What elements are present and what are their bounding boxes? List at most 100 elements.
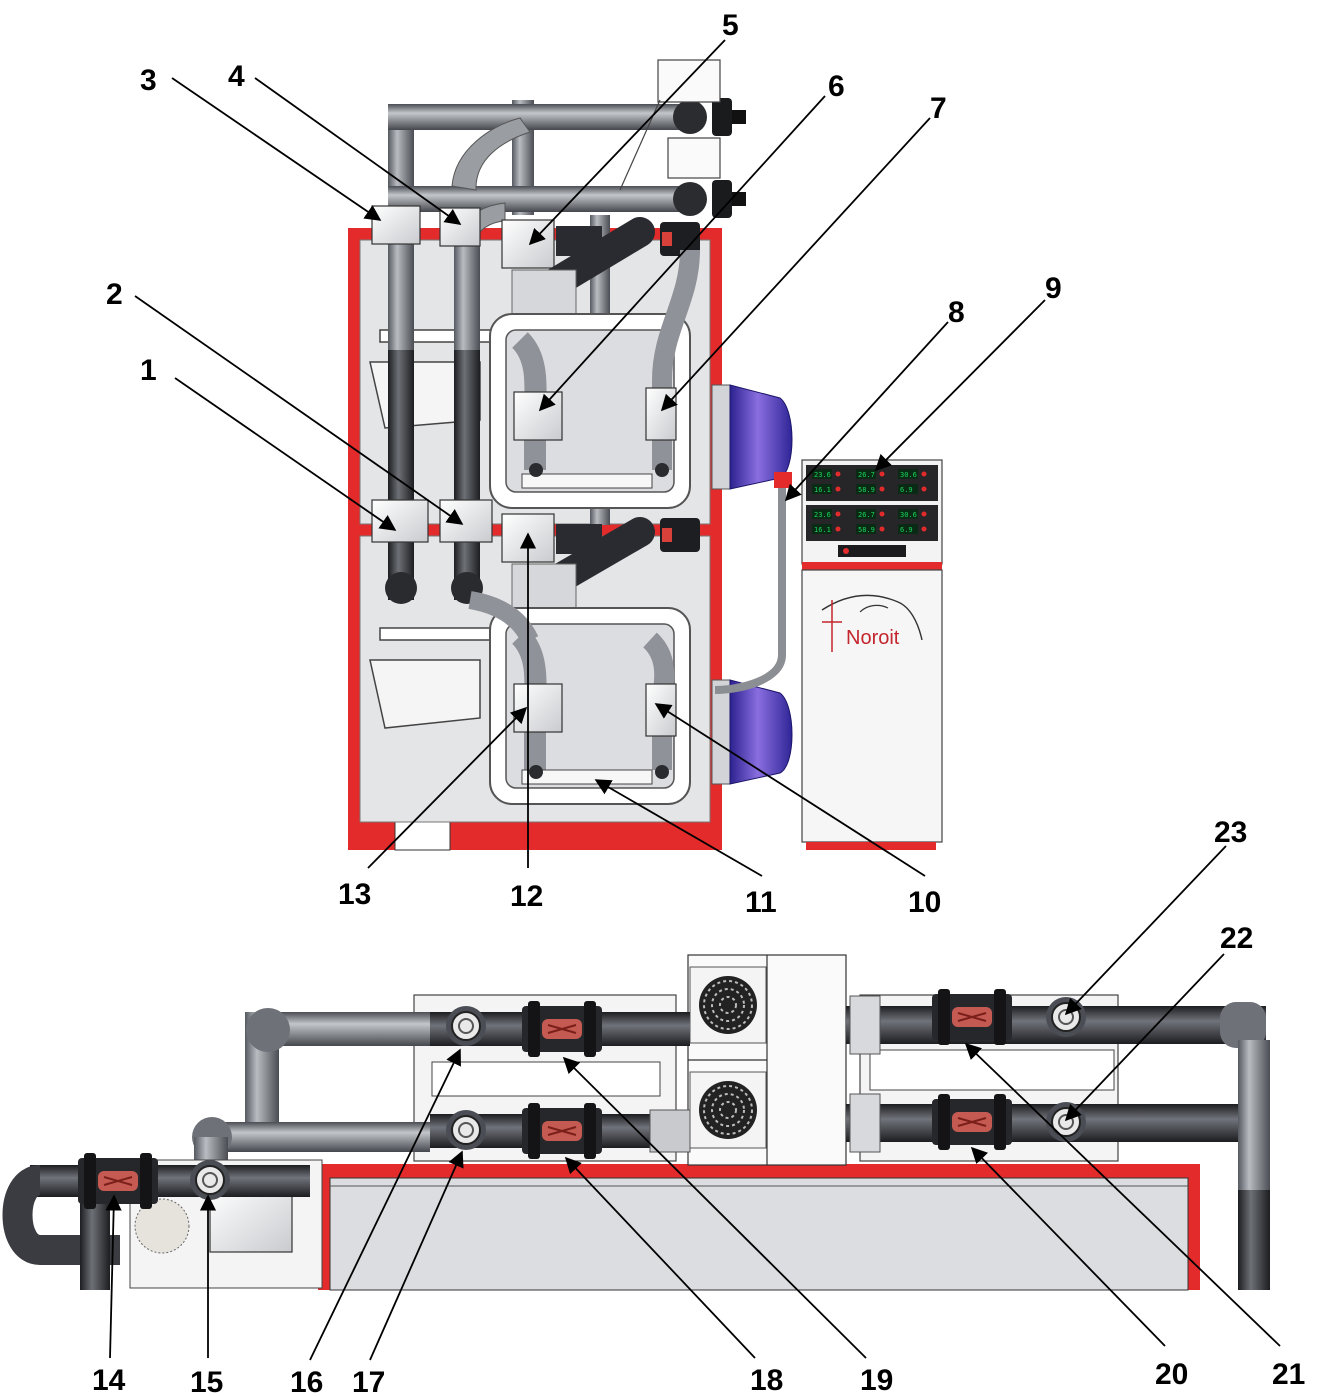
upper-heater-6 (513, 391, 563, 441)
readout-indicator-icon (921, 486, 927, 492)
readout-value: 23.6 (814, 471, 831, 479)
tank-interior (329, 1177, 1189, 1291)
union-valve-14-icon (77, 1152, 159, 1210)
readout-indicator-icon (879, 526, 885, 532)
leader-lines (105, 39, 1281, 1361)
lower-filter-shelf (379, 627, 493, 641)
fan-grille-lower-icon (689, 1071, 767, 1149)
logo-bird-icon (859, 604, 889, 613)
leader-10 (654, 703, 926, 877)
top-control-box (657, 59, 721, 103)
controller-cabinet-red-band (802, 562, 942, 570)
top-header-pipe-upper (388, 104, 688, 130)
upper-tank-collar (711, 384, 731, 490)
readout-screen (812, 509, 832, 519)
dark-pipe-left (388, 350, 414, 500)
readout-screen (812, 469, 832, 479)
leader-13 (367, 706, 528, 869)
readout-value: 6.9 (900, 486, 913, 494)
callout-5: 5 (722, 9, 739, 42)
readout-value: 30.6 (900, 511, 917, 519)
lower-line-reducer (649, 1109, 691, 1153)
leader-17 (369, 1150, 464, 1361)
top-valve-cap-upper (732, 110, 746, 124)
callout-20: 20 (1155, 1358, 1188, 1391)
leader-18 (564, 1156, 756, 1359)
flow-meter-17-icon (445, 1109, 487, 1151)
junction-box-2 (439, 499, 493, 543)
lower-tank-collar (711, 679, 731, 785)
union-valve-19-icon (521, 1000, 603, 1058)
upper-tank-tray (521, 473, 653, 489)
lower-cabinet-base (806, 842, 936, 850)
readout-value: 26.7 (858, 471, 875, 479)
top-control-box-lower (667, 137, 721, 179)
callout-13: 13 (338, 878, 371, 911)
left-skid-heater (209, 1187, 293, 1253)
callout-6: 6 (828, 70, 845, 103)
fan-grille-upper-icon (689, 966, 767, 1044)
control-cable-8 (714, 478, 786, 694)
leader-11 (594, 779, 763, 877)
top-valve-knob-upper (712, 98, 732, 136)
readout-indicator-icon (835, 511, 841, 517)
flow-meter-16-icon (445, 1005, 487, 1047)
leader-3 (171, 77, 382, 221)
upper-tank-return-pipe (652, 249, 700, 470)
readout-value: 16.1 (814, 486, 831, 494)
leader-4 (254, 77, 462, 225)
lower-cabinet (801, 569, 943, 843)
readout-screen (898, 469, 918, 479)
callout-15: 15 (190, 1366, 223, 1396)
union-valve-21-icon (931, 988, 1013, 1046)
readout-screen (898, 524, 918, 534)
leader-5 (528, 39, 726, 246)
readout-indicator-icon (879, 511, 885, 517)
left-skid-loop (2, 1165, 120, 1265)
readout-indicator-icon (921, 471, 927, 477)
lower-tank-tray-11 (521, 769, 653, 785)
leader-19 (562, 1056, 867, 1359)
readout-indicator-icon (835, 471, 841, 477)
controller-switch-bar (838, 545, 906, 557)
lower-heater-13 (513, 683, 563, 733)
flow-meter-15-icon (189, 1159, 231, 1201)
readout-value: 23.6 (814, 511, 831, 519)
leader-6 (538, 95, 826, 412)
elbow-diagonal-upper (451, 117, 531, 191)
readout-screen (898, 509, 918, 519)
lower-line-pipe-right (846, 1104, 1238, 1142)
callout-9: 9 (1045, 272, 1062, 305)
readout-indicator-icon (879, 486, 885, 492)
top-elbow-fitting-upper (673, 100, 707, 134)
leader-14 (105, 1194, 122, 1359)
callout-2: 2 (106, 278, 123, 311)
upper-line-elbow (246, 1008, 290, 1052)
right-elbow-upper (1220, 1002, 1266, 1048)
top-valve-cap-lower (732, 192, 746, 206)
callout-17: 17 (352, 1366, 385, 1396)
callout-labels: 1 2 3 4 5 6 7 8 9 10 11 12 13 14 15 16 1… (92, 9, 1305, 1396)
lower-line-pipe-left (210, 1122, 430, 1152)
pump-valve-upper (556, 226, 602, 256)
dark-pipe-mid (454, 350, 480, 500)
flow-meter-22-icon (1045, 1101, 1087, 1143)
top-elbow-fitting-lower (673, 182, 707, 216)
frame-left-post (348, 228, 360, 848)
callout-8: 8 (948, 296, 965, 329)
readout-value: 26.7 (858, 511, 875, 519)
readout-value: 6.9 (900, 526, 913, 534)
readout-indicator-icon (835, 486, 841, 492)
pump-union-upper (660, 222, 700, 256)
readout-screen (898, 484, 918, 494)
noroit-logo: Noroit (821, 594, 923, 652)
callout-22: 22 (1220, 922, 1253, 955)
callout-14: 14 (92, 1364, 126, 1396)
readout-screen (812, 484, 832, 494)
upper-tank-foot-right (655, 463, 669, 477)
readout-screen (856, 484, 876, 494)
right-vertical-dark (1238, 1190, 1270, 1290)
left-skid-pipe-h (30, 1165, 310, 1197)
cable-gland-8 (774, 472, 792, 488)
